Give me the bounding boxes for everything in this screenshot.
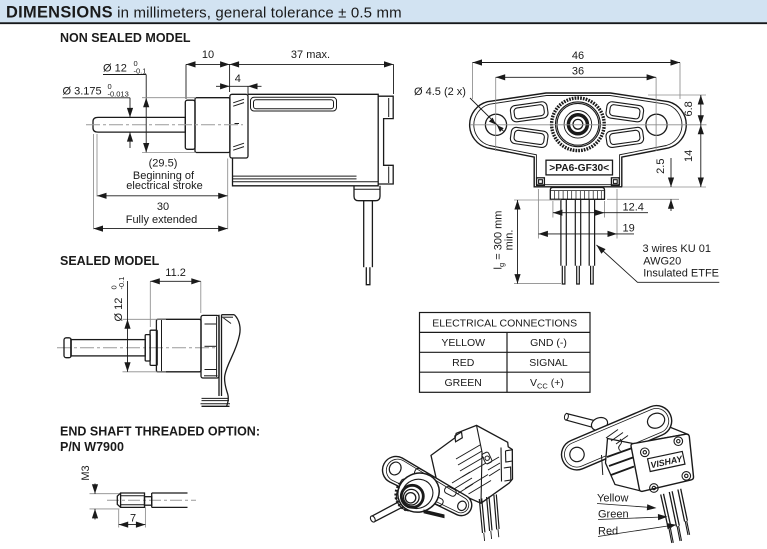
svg-text:2.5: 2.5 [655, 159, 667, 174]
svg-text:0: 0 [108, 82, 112, 91]
svg-text:12.4: 12.4 [623, 202, 644, 214]
svg-text:-0.1: -0.1 [117, 277, 126, 290]
svg-text:6.8: 6.8 [683, 101, 695, 116]
svg-text:11.2: 11.2 [165, 267, 186, 279]
svg-text:Ø 3.175: Ø 3.175 [63, 86, 102, 98]
svg-text:Ø 12: Ø 12 [113, 298, 125, 322]
svg-text:0: 0 [134, 59, 138, 68]
svg-text:YELLOW: YELLOW [441, 337, 485, 349]
svg-text:37 max.: 37 max. [291, 49, 330, 61]
svg-text:-0.1: -0.1 [134, 67, 147, 76]
svg-text:electrical stroke: electrical stroke [126, 180, 202, 192]
svg-text:>PA6-GF30<: >PA6-GF30< [549, 163, 609, 174]
svg-text:M3: M3 [80, 465, 92, 480]
svg-text:-0.013: -0.013 [108, 90, 129, 99]
svg-text:GREEN: GREEN [445, 377, 482, 389]
svg-text:14: 14 [683, 150, 695, 162]
svg-text:SIGNAL: SIGNAL [529, 357, 568, 369]
svg-text:RED: RED [452, 357, 475, 369]
svg-text:4: 4 [235, 73, 241, 85]
svg-text:SEALED MODEL: SEALED MODEL [60, 254, 160, 268]
svg-text:min.: min. [504, 230, 516, 251]
svg-text:P/N W7900: P/N W7900 [60, 440, 124, 454]
svg-text:END SHAFT THREADED OPTION:: END SHAFT THREADED OPTION: [60, 424, 260, 438]
svg-text:7: 7 [130, 513, 136, 525]
svg-text:46: 46 [572, 50, 584, 62]
svg-text:Yellow: Yellow [597, 493, 628, 505]
svg-text:lg = 300 mm: lg = 300 mm [493, 211, 507, 270]
svg-text:(29.5): (29.5) [149, 158, 178, 170]
svg-text:ELECTRICAL CONNECTIONS: ELECTRICAL CONNECTIONS [432, 317, 577, 329]
svg-text:VCC (+): VCC (+) [530, 377, 564, 391]
svg-text:0: 0 [110, 285, 119, 289]
svg-text:10: 10 [202, 49, 214, 61]
svg-text:36: 36 [572, 66, 584, 78]
svg-text:Green: Green [598, 509, 629, 521]
svg-text:Ø 4.5 (2 x): Ø 4.5 (2 x) [414, 86, 466, 98]
svg-text:3 wires KU 01: 3 wires KU 01 [643, 243, 711, 255]
svg-text:19: 19 [623, 223, 635, 235]
svg-text:Beginning of: Beginning of [133, 170, 195, 182]
svg-text:Fully extended: Fully extended [126, 214, 198, 226]
svg-text:GND (-): GND (-) [530, 337, 567, 349]
svg-text:Insulated ETFE: Insulated ETFE [643, 268, 719, 280]
svg-text:Ø 12: Ø 12 [103, 63, 127, 75]
svg-text:30: 30 [157, 201, 169, 213]
svg-text:Red: Red [598, 526, 618, 538]
svg-text:DIMENSIONS in millimeters, gen: DIMENSIONS in millimeters, general toler… [6, 3, 402, 21]
svg-text:AWG20: AWG20 [643, 256, 681, 268]
svg-text:NON SEALED MODEL: NON SEALED MODEL [60, 31, 191, 45]
